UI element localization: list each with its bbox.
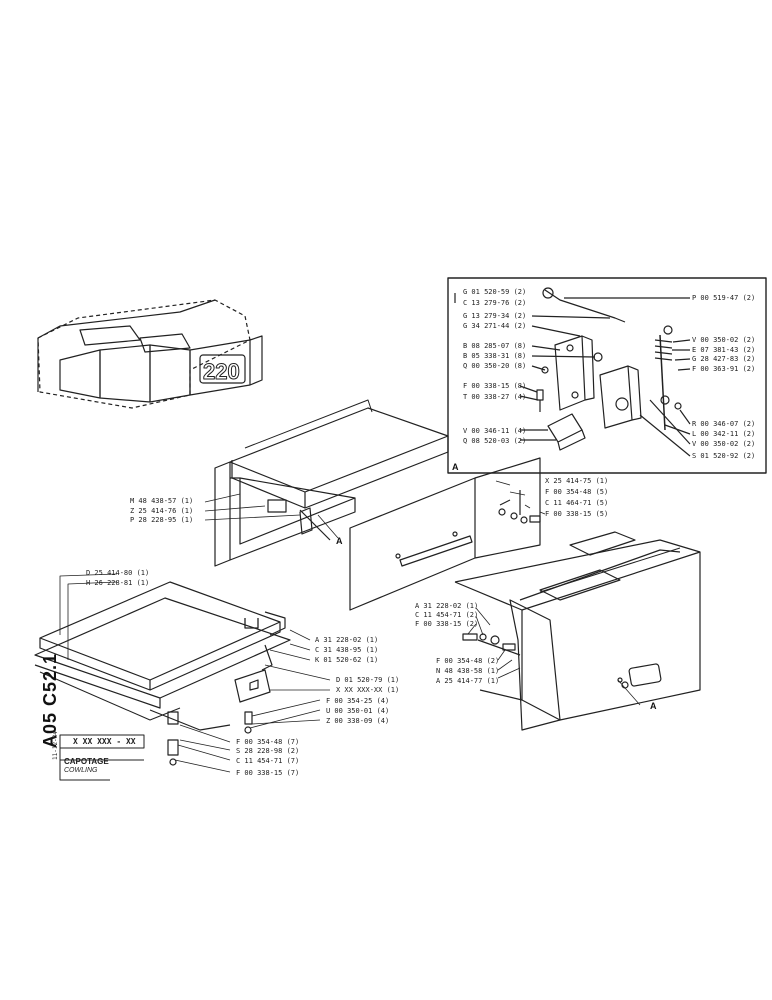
part-label: C 11 464-71 (5) [545, 499, 609, 507]
detail-a-box [447, 277, 767, 474]
part-label: Z 25 414-76 (1) [130, 507, 194, 515]
part-label: R 00 346-07 (2) [692, 420, 756, 428]
part-label: C 31 438-95 (1) [315, 646, 379, 654]
part-label: A 31 228-02 (1) [315, 636, 379, 644]
base-plate-drawing [34, 581, 291, 766]
part-label: X 25 414-75 (1) [545, 477, 609, 485]
part-label: F 00 338-15 (2) [415, 620, 479, 628]
part-label: E 07 381-43 (2) [692, 346, 756, 354]
part-label: S 28 228-98 (2) [236, 747, 300, 755]
part-label: G 28 427-83 (2) [692, 355, 756, 363]
part-label: Q 08 520-03 (2) [463, 437, 527, 445]
panel-screws-drawing [498, 490, 541, 524]
part-label: N 48 438-58 (1) [436, 667, 500, 675]
part-label: F 00 354-25 (4) [326, 697, 390, 705]
part-label: X XX XXX-XX (1) [336, 686, 400, 694]
part-label: M 48 438-57 (1) [130, 497, 194, 505]
upper-door-drawing [214, 399, 449, 567]
cowl-bolts-drawing [462, 633, 521, 656]
part-label: Q 00 350-20 (8) [463, 362, 527, 370]
part-label: Z 00 338-09 (4) [326, 717, 390, 725]
callout-door-a: A [336, 536, 343, 546]
part-label: B 08 285-07 (8) [463, 342, 527, 350]
model-badge: 220 [203, 359, 240, 384]
part-label: G 34 271-44 (2) [463, 322, 527, 330]
part-label: T 00 338-27 (4) [463, 393, 527, 401]
part-label: C 13 279-76 (2) [463, 299, 527, 307]
part-label: F 00 338-15 (5) [545, 510, 609, 518]
part-label: F 00 363-91 (2) [692, 365, 756, 373]
part-label: V 00 346-11 (4) [463, 427, 527, 435]
callout-cowl-a: A [650, 701, 657, 711]
part-label: H 26 228-81 (1) [86, 579, 150, 587]
reference-code: X XX XXX - XX [73, 737, 136, 746]
title-english: COWLING [64, 767, 98, 774]
part-label: U 00 350-01 (4) [326, 707, 390, 715]
part-label: V 00 350-02 (2) [692, 336, 756, 344]
sheet-date: 11-12-84 [52, 731, 59, 760]
part-label: F 00 338-15 (7) [236, 769, 300, 777]
part-label: G 13 279-34 (2) [463, 312, 527, 320]
side-panel-drawing [349, 457, 541, 611]
part-label: F 00 354-48 (5) [545, 488, 609, 496]
part-label: B 05 338-31 (8) [463, 352, 527, 360]
part-label: L 00 342-11 (2) [692, 430, 756, 438]
part-label: C 11 454-71 (2) [415, 611, 479, 619]
right-cowling-drawing [454, 531, 701, 731]
part-label: F 00 354-48 (2) [436, 657, 500, 665]
part-label: K 01 520-62 (1) [315, 656, 379, 664]
part-label: P 28 228-95 (1) [130, 516, 194, 524]
part-label: P 00 519-47 (2) [692, 294, 756, 302]
part-label: C 11 454-71 (7) [236, 757, 300, 765]
leader-lines [59, 480, 641, 773]
part-label: V 00 350-02 (2) [692, 440, 756, 448]
part-label: S 01 520-92 (2) [692, 452, 756, 460]
part-label: A 25 414-77 (1) [436, 677, 500, 685]
title-french: CAPOTAGE [64, 757, 109, 766]
sheet-code: A05 C52.1 [40, 652, 60, 748]
title-block-frame [59, 734, 145, 781]
overview-cowling-drawing: 220 [37, 299, 263, 409]
part-label: D 25 414-80 (1) [86, 569, 150, 577]
part-label: D 01 520-79 (1) [336, 676, 400, 684]
part-label: F 00 338-15 (8) [463, 382, 527, 390]
callout-detail-a: A [452, 462, 459, 472]
part-label: A 31 228-02 (1) [415, 602, 479, 610]
part-label: G 01 520-59 (2) [463, 288, 527, 296]
part-label: F 00 354-48 (7) [236, 738, 300, 746]
